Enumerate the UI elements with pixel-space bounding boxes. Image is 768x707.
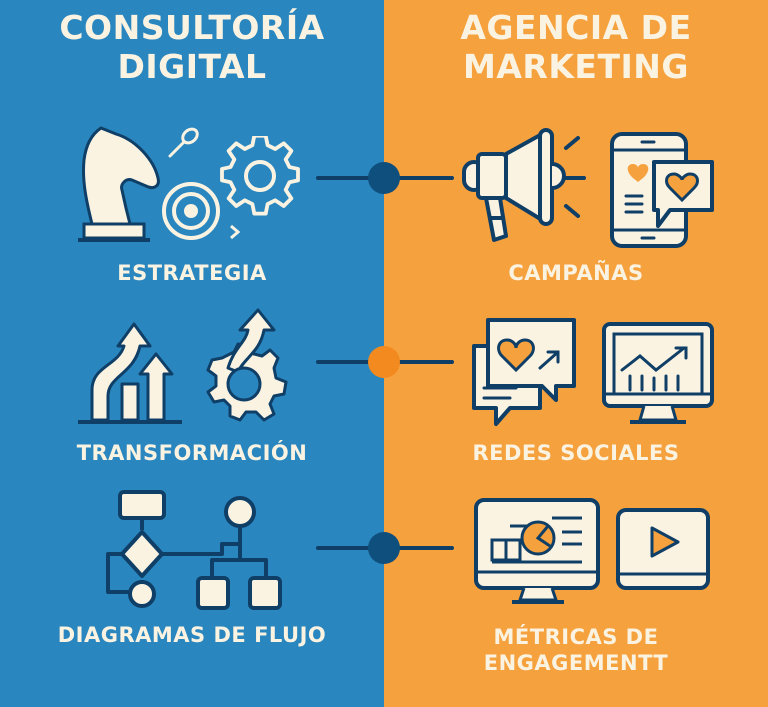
video-play-icon xyxy=(616,508,710,590)
transformacion-label: TRANSFORMACIÓN xyxy=(76,441,308,465)
flowchart-icon xyxy=(106,490,282,610)
estrategia-label: ESTRATEGIA xyxy=(117,261,267,285)
megaphone-icon xyxy=(462,128,586,242)
metricas-engagement-label-line2: ENGAGEMENTT xyxy=(483,651,669,675)
campanas-label: CAMPAÑAS xyxy=(508,261,644,285)
consultoria-title-line1: CONSULTORÍA xyxy=(59,8,325,47)
diagramas-de-flujo-label: DIAGRAMAS DE FLUJO xyxy=(57,623,327,647)
target-icon xyxy=(162,182,220,240)
growth-arrows-chart-icon xyxy=(78,322,182,424)
metricas-engagement-label: MÉTRICAS DE ENGAGEMENTT xyxy=(384,624,768,676)
connector-row-1 xyxy=(316,162,454,194)
chevron-right-icon xyxy=(230,224,241,240)
agencia-title-line1: AGENCIA DE xyxy=(460,8,692,47)
connector-row-3 xyxy=(316,532,454,564)
gear-icon xyxy=(220,136,300,216)
monitor-chart-icon xyxy=(602,322,714,424)
connector-row-2 xyxy=(316,346,454,378)
chess-knight-icon xyxy=(78,126,160,242)
agencia-title-line2: MARKETING xyxy=(463,47,689,86)
metricas-engagement-label-line1: MÉTRICAS DE xyxy=(493,625,659,649)
redes-sociales-label: REDES SOCIALES xyxy=(472,441,680,465)
gear-arrow-icon xyxy=(206,308,288,422)
smartphone-heart-icon xyxy=(610,132,714,248)
consultoria-title-line2: DIGITAL xyxy=(117,47,267,86)
agencia-title: AGENCIA DE MARKETING xyxy=(384,8,768,86)
dart-icon xyxy=(168,127,199,158)
consultoria-panel xyxy=(0,0,384,707)
chat-heart-icon xyxy=(472,318,576,426)
monitor-analytics-icon xyxy=(474,498,600,604)
consultoria-title: CONSULTORÍA DIGITAL xyxy=(0,8,384,86)
